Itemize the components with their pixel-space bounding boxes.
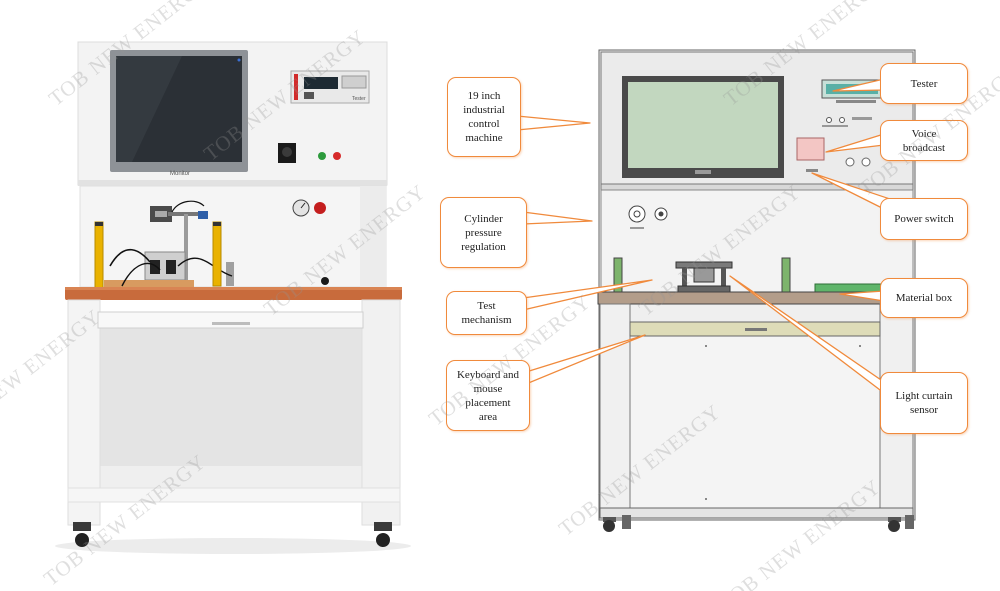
drawing-test-station bbox=[597, 49, 917, 532]
drawing-back-panel bbox=[600, 189, 914, 293]
drawing-left-leg bbox=[599, 303, 631, 517]
drawing-monitor-badge bbox=[695, 170, 711, 174]
drawing-panel-screw-a bbox=[705, 345, 707, 347]
photo-fixture-bracket-plate bbox=[155, 211, 167, 217]
floor-shadow bbox=[55, 538, 411, 554]
drawing-leveling-foot-right bbox=[905, 515, 914, 529]
drawing-monitor-screen bbox=[628, 82, 778, 168]
photo-power-off-button bbox=[333, 152, 341, 160]
drawing-bottom-rail bbox=[599, 507, 914, 519]
photo-drawer-handle bbox=[212, 322, 250, 325]
drawing-power-switch-label bbox=[806, 169, 818, 172]
photo-emergency-stop-cap bbox=[282, 147, 292, 157]
photo-screen-reflection bbox=[116, 56, 182, 162]
photo-cable-2 bbox=[177, 257, 233, 277]
photo-tabletop bbox=[65, 287, 402, 300]
photo-tester-knob bbox=[304, 92, 314, 99]
photo-cable-3 bbox=[121, 262, 161, 287]
photo-caster-mount-left bbox=[73, 522, 91, 531]
drawing-pressure-gauge bbox=[628, 205, 646, 223]
drawing-test-mechanism bbox=[675, 261, 733, 294]
photo-caster-mount-right bbox=[374, 522, 392, 531]
photo-light-curtain-left bbox=[94, 221, 104, 291]
photo-tester-display bbox=[304, 77, 338, 89]
photo-tester-keypad bbox=[341, 75, 367, 89]
drawing-mechanism-pillar-right bbox=[721, 268, 726, 288]
drawing-mechanism-pillar-left bbox=[682, 268, 687, 288]
drawing-panel-screw-c bbox=[705, 498, 707, 500]
drawing-mechanism-top-plate bbox=[675, 261, 733, 269]
photo-monitor-label: Monitor bbox=[170, 171, 191, 177]
photo-fixture-wood-base bbox=[104, 280, 194, 288]
photo-cavity-shelf bbox=[100, 466, 362, 488]
drawing-tester-button-a bbox=[826, 117, 832, 123]
photo-tabletop-highlight bbox=[65, 287, 402, 290]
photo-keyboard-drawer bbox=[97, 311, 364, 329]
drawing-inner-panel bbox=[629, 335, 881, 509]
photo-cable-1 bbox=[109, 248, 151, 267]
drawing-power-off-button bbox=[861, 157, 871, 167]
drawing-caster-right bbox=[888, 520, 900, 532]
drawing-panel-screw-b bbox=[859, 345, 861, 347]
photo-light-curtain-right bbox=[212, 221, 222, 287]
drawing-pressure-knob-center bbox=[658, 211, 664, 217]
photo-monitor-led bbox=[237, 58, 241, 62]
drawing-caster-left bbox=[603, 520, 615, 532]
callout-power-switch: Power switch bbox=[880, 198, 968, 240]
callout-light-curtain: Light curtain sensor bbox=[880, 372, 968, 434]
photo-test-station bbox=[55, 41, 411, 554]
tail-cylinder bbox=[522, 211, 593, 225]
drawing-tester-caption-b bbox=[852, 117, 872, 120]
photo-cabinet-base-edge bbox=[78, 180, 387, 186]
photo-gauge-needle bbox=[300, 202, 306, 209]
drawing-tester-button-b bbox=[839, 117, 845, 123]
drawing-gauge-center bbox=[633, 210, 641, 218]
drawing-mechanism-head bbox=[693, 267, 715, 283]
callout-industrial-pc: 19 inch industrial control machine bbox=[447, 77, 521, 157]
callout-keyboard-area: Keyboard and mouse placement area bbox=[446, 360, 530, 431]
photo-cavity bbox=[100, 328, 362, 490]
photo-caster-right bbox=[376, 533, 390, 547]
photo-fixture-clip-a bbox=[150, 260, 160, 274]
drawing-tester-button-caption bbox=[822, 125, 848, 127]
photo-fixture-side-plate bbox=[226, 262, 234, 286]
photo-fixture-blue-part bbox=[198, 211, 208, 219]
drawing-voice-broadcast bbox=[796, 137, 825, 161]
photo-back-panel-shade bbox=[360, 186, 386, 287]
drawing-cabinet-divider bbox=[600, 183, 914, 191]
photo-bottom-plate bbox=[67, 487, 401, 503]
photo-tester-label: Tester bbox=[352, 96, 366, 102]
callout-voice-broadcast: Voice broadcast bbox=[880, 120, 968, 161]
photo-power-on-button bbox=[318, 152, 326, 160]
drawing-leveling-foot-left bbox=[622, 515, 631, 529]
drawing-power-on-button bbox=[845, 157, 855, 167]
drawing-drawer-handle bbox=[745, 328, 767, 331]
photo-pressure-knob bbox=[314, 202, 326, 214]
drawing-caster-mount-left bbox=[603, 517, 616, 522]
photo-light-curtain-left-cap bbox=[95, 222, 103, 226]
photo-caster-left bbox=[75, 533, 89, 547]
callout-tester: Tester bbox=[880, 63, 968, 104]
photo-fixture-rod bbox=[184, 214, 188, 286]
tail-industrial-pc bbox=[516, 115, 591, 131]
photo-fixture-clip-b bbox=[166, 260, 176, 274]
callout-cylinder-pressure: Cylinder pressure regulation bbox=[440, 197, 527, 268]
callout-material-box: Material box bbox=[880, 278, 968, 318]
photo-cable-4 bbox=[171, 200, 205, 213]
callout-test-mechanism: Test mechanism bbox=[446, 291, 527, 335]
drawing-tester-caption bbox=[836, 100, 876, 103]
photo-small-knob bbox=[321, 277, 329, 285]
drawing-caster-mount-right bbox=[888, 517, 901, 522]
photo-light-curtain-right-cap bbox=[213, 222, 221, 226]
photo-tester-red-strip bbox=[294, 74, 298, 100]
drawing-gauge-caption bbox=[630, 227, 644, 229]
drawing-light-curtain-right bbox=[781, 257, 791, 293]
